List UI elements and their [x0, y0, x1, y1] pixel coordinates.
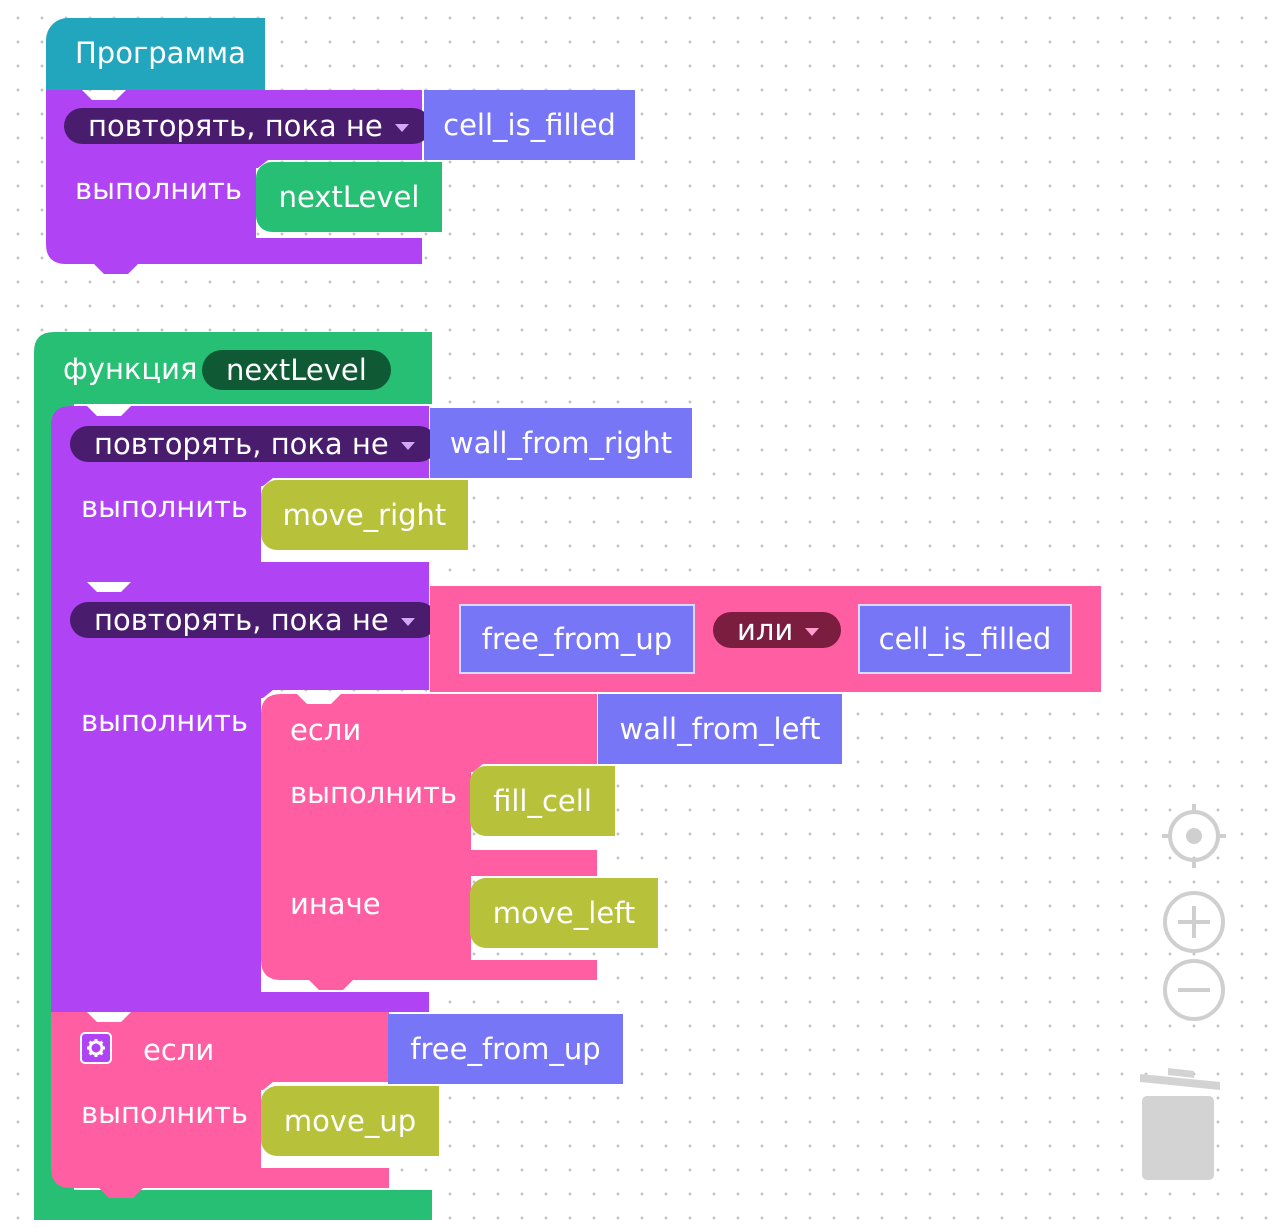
- gear-icon: [87, 1039, 105, 1057]
- program-hat[interactable]: [46, 18, 265, 90]
- loop2-do-label: выполнить: [81, 704, 249, 738]
- move-left-block[interactable]: move_left: [470, 878, 658, 948]
- loop1-mode-label: повторять, пока не: [94, 427, 389, 461]
- or-left-condition-block[interactable]: free_from_up: [459, 604, 695, 674]
- loop2-mode-dropdown[interactable]: повторять, пока не: [70, 602, 437, 638]
- move-right-label: move_right: [282, 498, 447, 532]
- function-keyword: функция: [63, 352, 198, 386]
- loop1-condition-label: wall_from_right: [449, 426, 673, 460]
- if2-condition-label: free_from_up: [410, 1032, 601, 1066]
- or-left-condition-label: free_from_up: [481, 622, 673, 656]
- loop1-mode-dropdown[interactable]: повторять, пока не: [70, 426, 437, 462]
- program-title: Программа: [75, 36, 246, 70]
- loop1-do-label: выполнить: [81, 490, 249, 524]
- loop1-condition-block[interactable]: wall_from_right: [430, 408, 692, 478]
- crosshair-icon[interactable]: [1162, 804, 1226, 868]
- if-condition-block[interactable]: wall_from_left: [598, 694, 842, 764]
- operator-dropdown[interactable]: или: [713, 612, 842, 648]
- condition-block[interactable]: cell_is_filled: [424, 90, 635, 160]
- or-right-condition-label: cell_is_filled: [878, 622, 1052, 656]
- if-condition-label: wall_from_left: [619, 712, 821, 746]
- if2-label: если: [143, 1033, 215, 1067]
- function-name: nextLevel: [226, 353, 367, 387]
- loop2-shape[interactable]: [51, 582, 431, 1012]
- do-label: выполнить: [75, 172, 243, 206]
- condition-label: cell_is_filled: [443, 108, 616, 142]
- operator-label: или: [737, 613, 794, 647]
- fill-cell-block[interactable]: fill_cell: [470, 766, 615, 836]
- fill-cell-label: fill_cell: [493, 784, 592, 818]
- move-left-label: move_left: [492, 896, 636, 930]
- move-right-block[interactable]: move_right: [261, 480, 468, 550]
- chevron-down-icon: [394, 124, 409, 132]
- if-do-label: выполнить: [290, 776, 458, 810]
- trash-icon[interactable]: [1134, 1066, 1224, 1186]
- chevron-down-icon: [400, 618, 415, 626]
- call-label: nextLevel: [278, 180, 420, 214]
- chevron-down-icon: [400, 442, 415, 450]
- loop2-mode-label: повторять, пока не: [94, 603, 389, 637]
- if2-do-label: выполнить: [81, 1096, 249, 1130]
- minus-icon[interactable]: [1162, 958, 1226, 1022]
- else-label: иначе: [290, 887, 381, 921]
- chevron-down-icon: [805, 628, 820, 636]
- if2-shape[interactable]: [51, 1012, 443, 1202]
- loop-mode-dropdown[interactable]: повторять, пока не: [64, 108, 431, 144]
- if-else-shape[interactable]: [261, 694, 601, 994]
- function-name-field[interactable]: nextLevel: [202, 350, 391, 390]
- move-up-block[interactable]: move_up: [261, 1086, 439, 1156]
- if-label: если: [290, 713, 362, 747]
- if2-condition-block[interactable]: free_from_up: [388, 1014, 623, 1084]
- plus-icon[interactable]: [1162, 890, 1226, 954]
- move-up-label: move_up: [283, 1104, 417, 1138]
- or-right-condition-block[interactable]: cell_is_filled: [858, 604, 1072, 674]
- call-next-level-block[interactable]: nextLevel: [256, 162, 442, 232]
- gear-button[interactable]: [80, 1032, 112, 1064]
- loop-mode-label: повторять, пока не: [88, 109, 383, 143]
